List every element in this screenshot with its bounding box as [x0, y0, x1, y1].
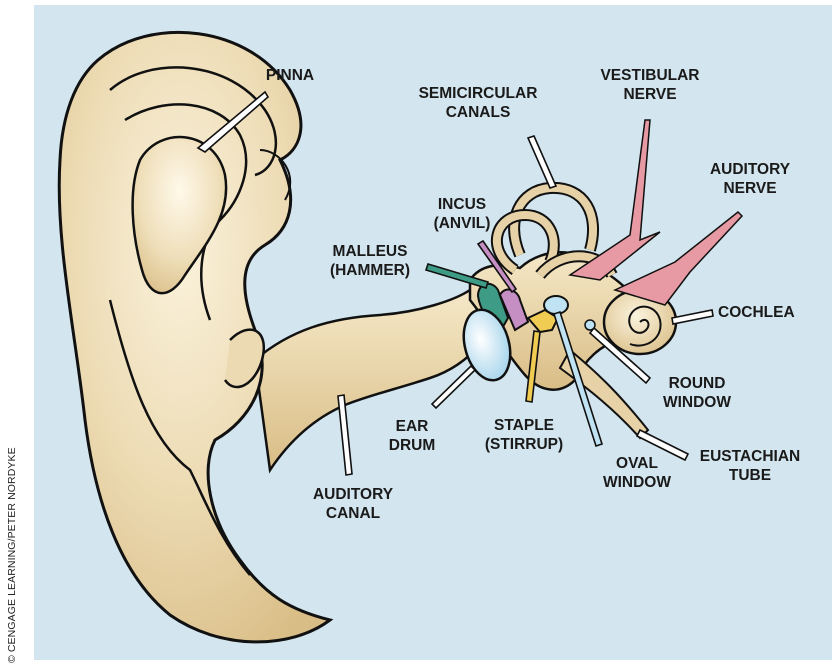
oval-window-shape — [544, 296, 568, 314]
label-pinna: PINNA — [266, 67, 314, 84]
label-cochlea: COCHLEA — [718, 304, 795, 321]
image-credit: © CENGAGE LEARNING/PETER NORDYKE — [6, 447, 18, 663]
